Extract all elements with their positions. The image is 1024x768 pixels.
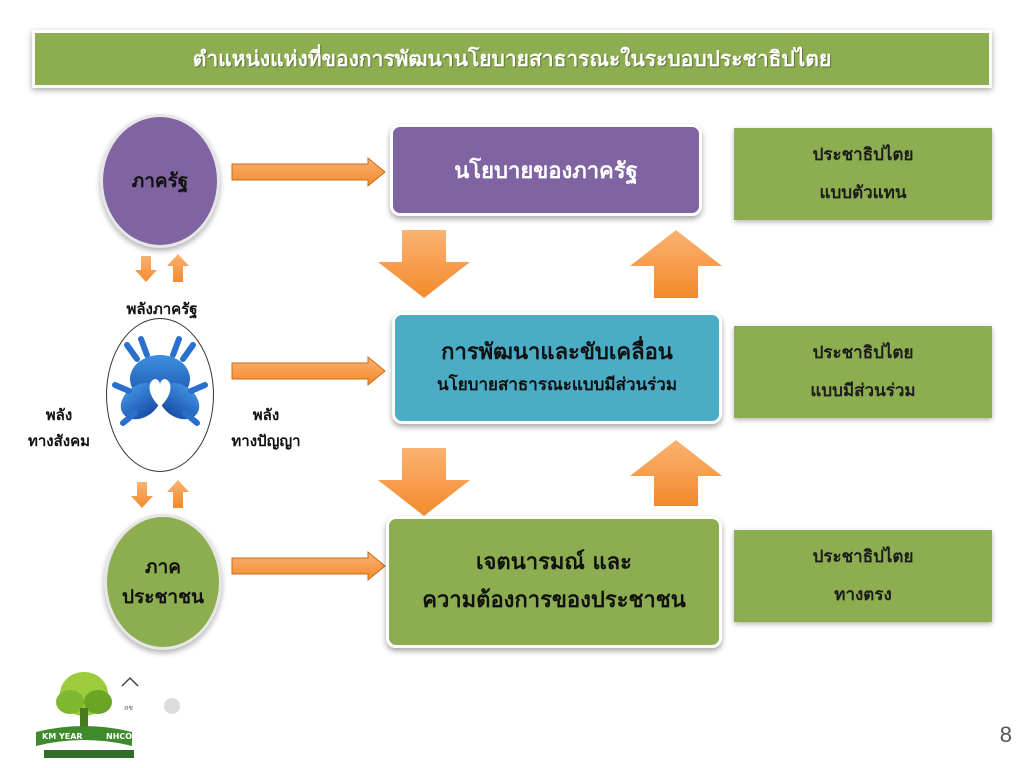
wisdom-power-line2: ทางปัญญา [231, 432, 301, 450]
arrow-center-to-development [231, 355, 386, 387]
hands-heart-icon [112, 336, 208, 426]
direct-democracy-box: ประชาธิปไตย ทางตรง [734, 530, 992, 622]
social-power-label: พลัง ทางสังคม [14, 402, 104, 454]
small-arrow-down-bottom [131, 482, 153, 508]
title-bar: ตำแหน่งแห่งที่ของการพัฒนานโยบายสาธารณะใน… [32, 30, 992, 88]
participatory-democracy-box: ประชาธิปไตย แบบมีส่วนร่วม [734, 326, 992, 418]
state-sector-circle: ภาครัฐ [100, 114, 220, 248]
tree-logo-icon: สช [24, 668, 194, 764]
km-year-logo: สช KM YEAR NHCO [24, 668, 194, 764]
arrow-up-upper [630, 230, 722, 298]
state-policy-label: นโยบายของภาครัฐ [454, 158, 638, 184]
participatory-line2: แบบมีส่วนร่วม [810, 381, 916, 401]
page-number: 8 [999, 722, 1012, 747]
wisdom-power-label: พลัง ทางปัญญา [216, 402, 316, 454]
small-arrow-up-top [167, 254, 189, 282]
social-power-line2: ทางสังคม [27, 432, 91, 450]
state-policy-box: นโยบายของภาครัฐ [390, 124, 702, 216]
social-power-line1: พลัง [45, 406, 73, 424]
wisdom-power-line1: พลัง [252, 406, 280, 424]
arrow-down-lower [378, 448, 470, 516]
state-sector-label: ภาครัฐ [131, 170, 189, 192]
state-power-label: พลังภาครัฐ [126, 300, 198, 318]
will-line2: ความต้องการของประชาชน [422, 588, 686, 613]
people-sector-circle: ภาค ประชาชน [104, 514, 222, 650]
people-will-box: เจตนารมณ์ และ ความต้องการของประชาชน [386, 516, 722, 648]
logo-nhco-text: NHCO [106, 732, 133, 741]
representative-democracy-box: ประชาธิปไตย แบบตัวแทน [734, 128, 992, 220]
arrow-state-to-policy [231, 156, 386, 188]
logo-km-year-text: KM YEAR [42, 732, 83, 741]
development-line1: การพัฒนาและขับเคลื่อน [441, 340, 673, 365]
direct-line1: ประชาธิปไตย [812, 547, 914, 567]
arrow-down-upper [378, 230, 470, 298]
participatory-line1: ประชาธิปไตย [812, 343, 914, 363]
direct-line2: ทางตรง [834, 585, 892, 605]
development-line2: นโยบายสาธารณะแบบมีส่วนร่วม [436, 375, 678, 395]
arrow-people-to-will [231, 550, 386, 582]
will-line1: เจตนารมณ์ และ [476, 550, 632, 575]
arrow-up-lower [630, 440, 722, 506]
representative-line1: ประชาธิปไตย [812, 145, 914, 165]
people-sector-line1: ภาค [145, 556, 181, 578]
small-arrow-up-bottom [167, 480, 189, 508]
slide-title: ตำแหน่งแห่งที่ของการพัฒนานโยบายสาธารณะใน… [192, 46, 832, 71]
center-circle [106, 318, 214, 472]
small-arrow-down-top [135, 256, 157, 282]
participatory-development-box: การพัฒนาและขับเคลื่อน นโยบายสาธารณะแบบมี… [392, 312, 722, 424]
svg-text:สช: สช [124, 704, 133, 712]
people-sector-line2: ประชาชน [122, 586, 204, 608]
representative-line2: แบบตัวแทน [819, 183, 907, 203]
